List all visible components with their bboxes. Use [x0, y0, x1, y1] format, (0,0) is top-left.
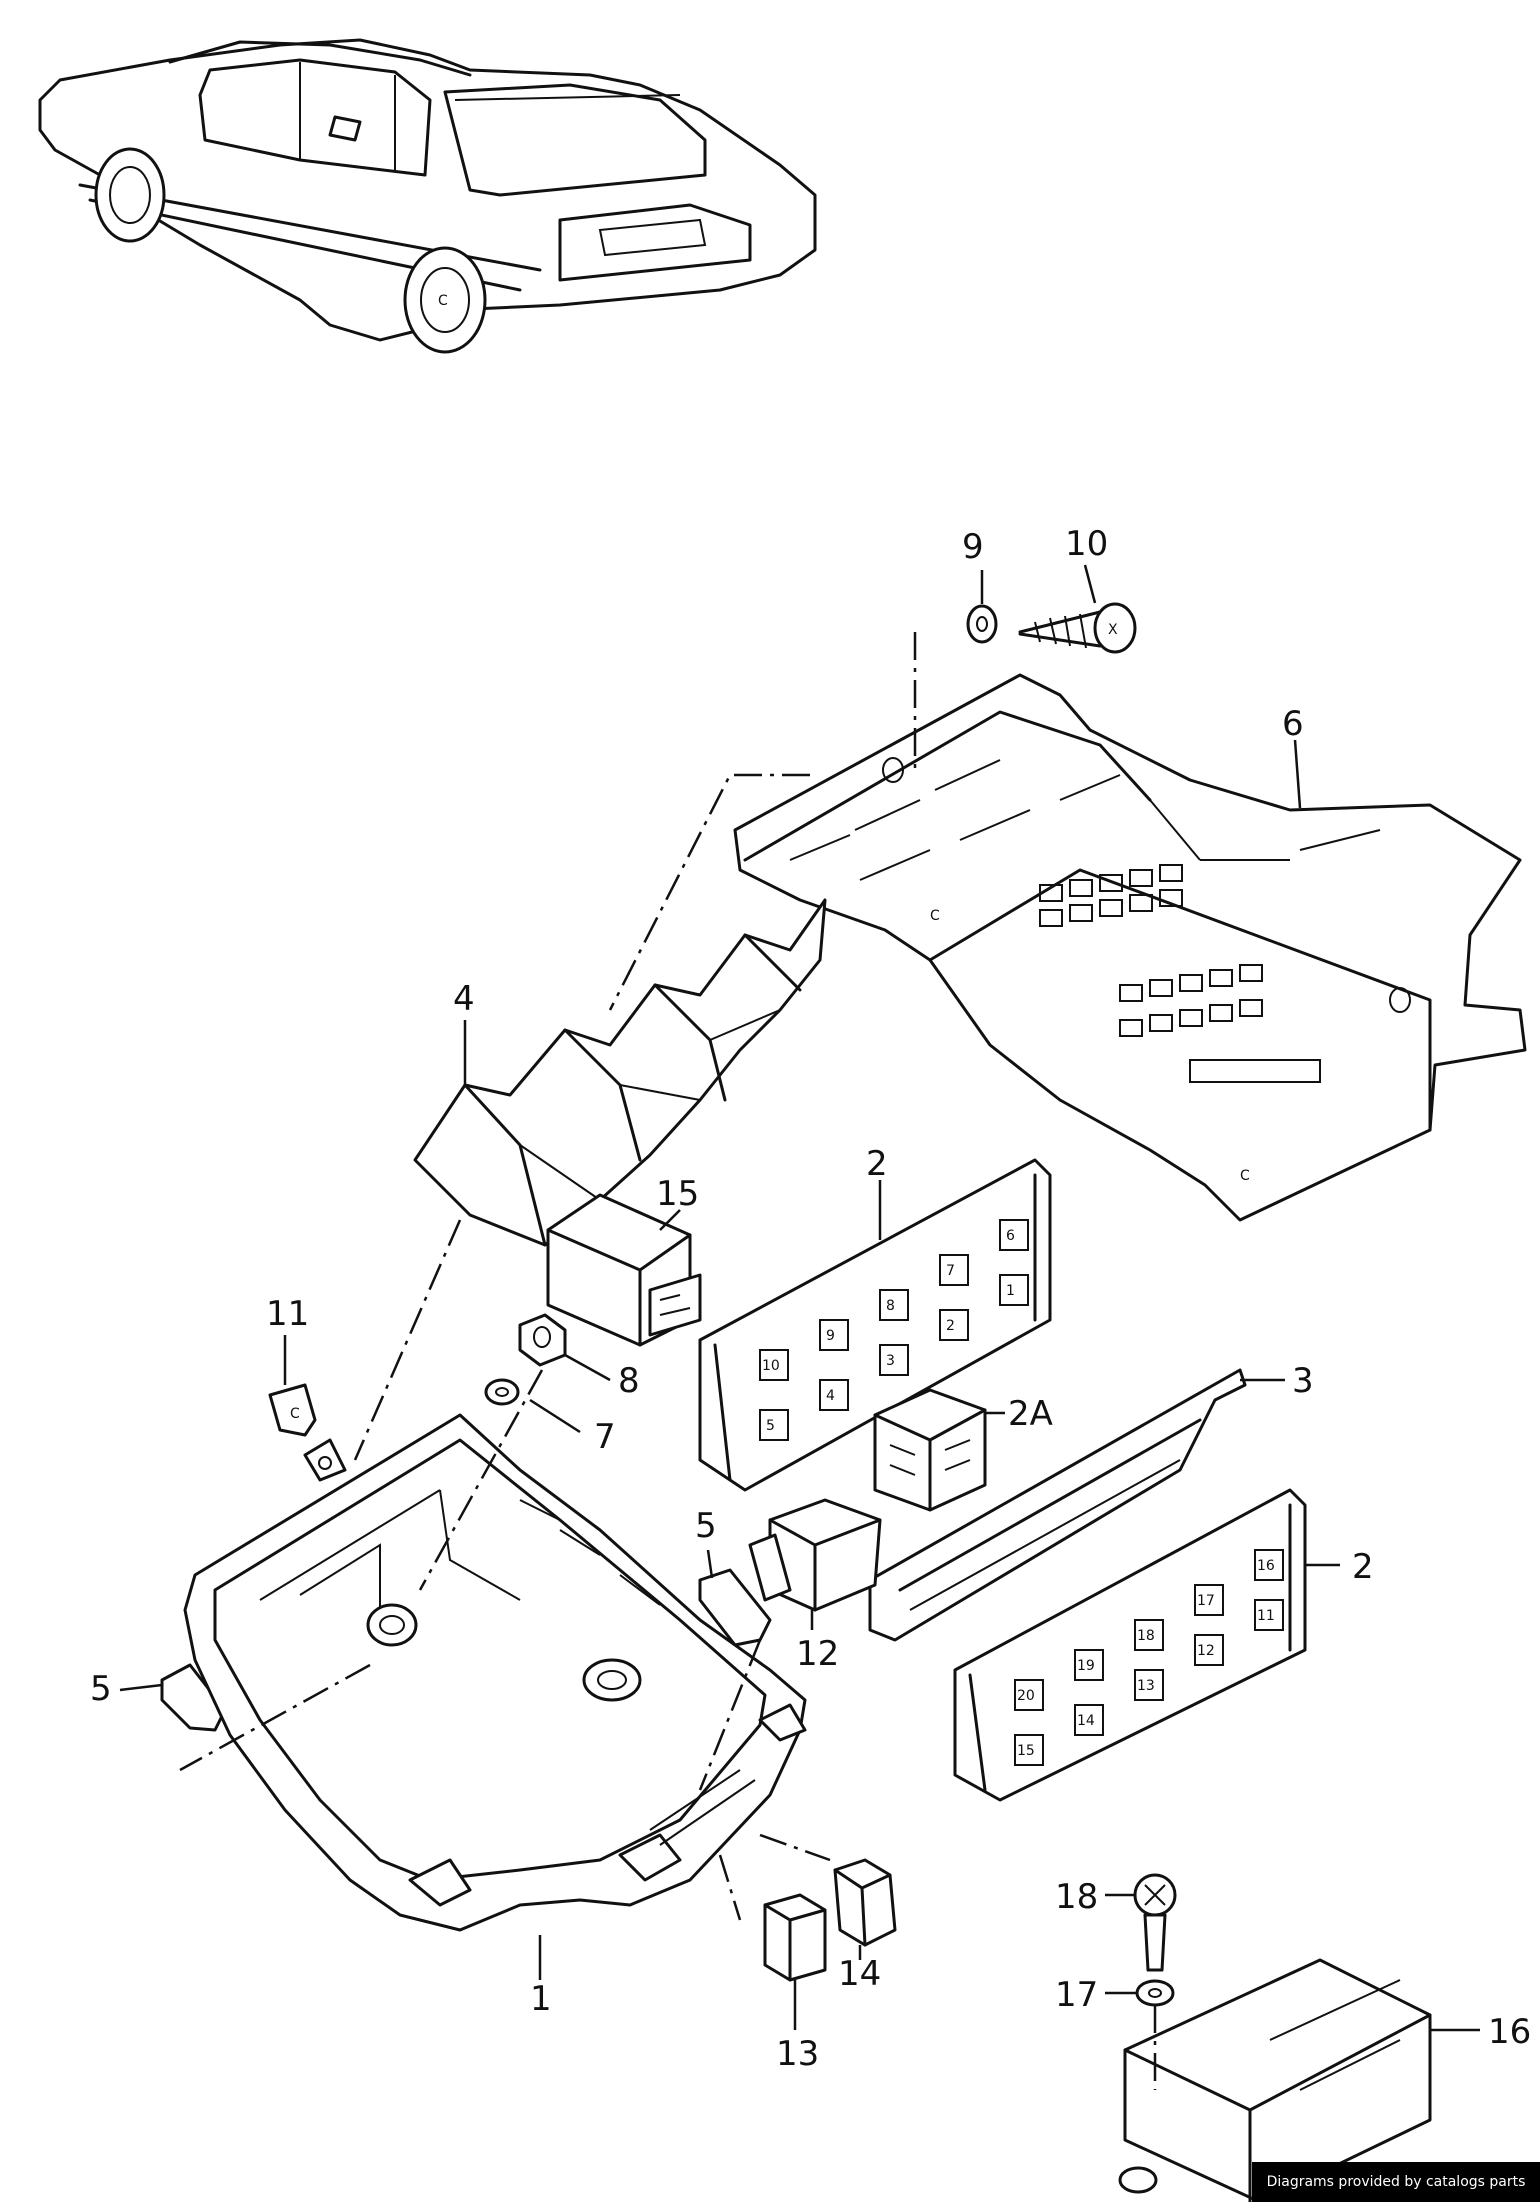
callout-2-upper: 2 — [866, 1144, 888, 1184]
screw-18 — [1133, 1873, 1177, 1972]
slot-label: 18 — [1137, 1628, 1155, 1644]
washer-7 — [484, 1378, 520, 1406]
slot-label: 3 — [886, 1353, 895, 1369]
callout-12: 12 — [796, 1634, 839, 1674]
cover-fuse-grid — [1039, 864, 1321, 1083]
callout-16: 16 — [1488, 2012, 1531, 2052]
slot-label: 6 — [1006, 1228, 1015, 1244]
leader-lines — [119, 564, 1480, 2032]
washer-17 — [1135, 1979, 1175, 2007]
callout-5-right: 5 — [695, 1506, 717, 1546]
slot-label: 15 — [1017, 1743, 1035, 1759]
callout-8: 8 — [618, 1361, 640, 1401]
callout-6: 6 — [1282, 704, 1304, 744]
callout-18: 18 — [1055, 1877, 1098, 1917]
slot-label: 16 — [1257, 1558, 1275, 1574]
relay-socket-2A — [873, 1388, 987, 1512]
upper-slot-grid: 10 9 8 7 6 5 4 3 2 1 — [759, 1219, 1029, 1441]
callout-17: 17 — [1055, 1975, 1098, 2015]
washer-9 — [966, 604, 998, 644]
screw-10: X — [1018, 602, 1137, 654]
callout-7: 7 — [594, 1417, 616, 1457]
callout-2-lower: 2 — [1352, 1547, 1374, 1587]
callout-10: 10 — [1065, 524, 1108, 564]
nut-8 — [518, 1313, 567, 1367]
slot-label: 9 — [826, 1328, 835, 1344]
connector-12 — [748, 1498, 882, 1612]
callout-3: 3 — [1292, 1361, 1314, 1401]
callout-2A: 2A — [1008, 1394, 1053, 1434]
slot-label: 20 — [1017, 1688, 1035, 1704]
slot-label: 13 — [1137, 1678, 1155, 1694]
slot-label: 10 — [762, 1358, 780, 1374]
callout-1: 1 — [530, 1979, 552, 2019]
slot-label: 2 — [946, 1318, 955, 1334]
callout-13: 13 — [776, 2034, 819, 2074]
housing-1 — [183, 1413, 807, 1932]
control-module-16 — [1118, 1958, 1432, 2202]
svg-text:C: C — [290, 1406, 300, 1422]
slot-label: 7 — [946, 1263, 955, 1279]
callout-15: 15 — [656, 1174, 699, 1214]
slot-label: 8 — [886, 1298, 895, 1314]
relay-carrier-2-lower: 20 19 18 17 16 15 14 13 12 11 — [953, 1488, 1307, 1802]
relay-15 — [546, 1193, 702, 1347]
callout-14: 14 — [838, 1954, 881, 1994]
connector-13 — [763, 1893, 827, 1982]
relay-carrier-2-upper: 10 9 8 7 6 5 4 3 2 1 — [698, 1158, 1052, 1492]
slot-label: 17 — [1197, 1593, 1215, 1609]
svg-text:C: C — [930, 908, 940, 924]
strip-3 — [868, 1368, 1247, 1642]
callout-labels: 9 10 6 4 15 2 11 8 7 3 2A 2 5 5 12 1 13 … — [90, 524, 1531, 2074]
slot-label: 5 — [766, 1418, 775, 1434]
callout-9: 9 — [962, 527, 984, 567]
cover-plate-6: C C — [733, 673, 1527, 1222]
slot-label: 4 — [826, 1388, 835, 1404]
slot-label: 14 — [1077, 1713, 1095, 1729]
assembly-lines — [179, 632, 1157, 2090]
slot-label: 19 — [1077, 1658, 1095, 1674]
callout-5-left: 5 — [90, 1669, 112, 1709]
svg-text:X: X — [1108, 622, 1118, 638]
clip-5-left — [160, 1663, 227, 1732]
connector-14 — [833, 1858, 897, 1947]
clip-11: C — [268, 1383, 317, 1437]
slot-label: 12 — [1197, 1643, 1215, 1659]
callout-4: 4 — [453, 979, 475, 1019]
svg-text:C: C — [1240, 1168, 1250, 1184]
lower-slot-grid: 20 19 18 17 16 15 14 13 12 11 — [1014, 1549, 1284, 1766]
slot-label: 1 — [1006, 1283, 1015, 1299]
slot-label: 11 — [1257, 1608, 1275, 1624]
credit-banner: Diagrams provided by catalogs parts — [1252, 2162, 1540, 2202]
callout-11: 11 — [266, 1294, 309, 1334]
relay-strip-4 — [413, 898, 827, 1247]
svg-text:C: C — [438, 293, 448, 309]
car-illustration: C — [38, 38, 817, 354]
